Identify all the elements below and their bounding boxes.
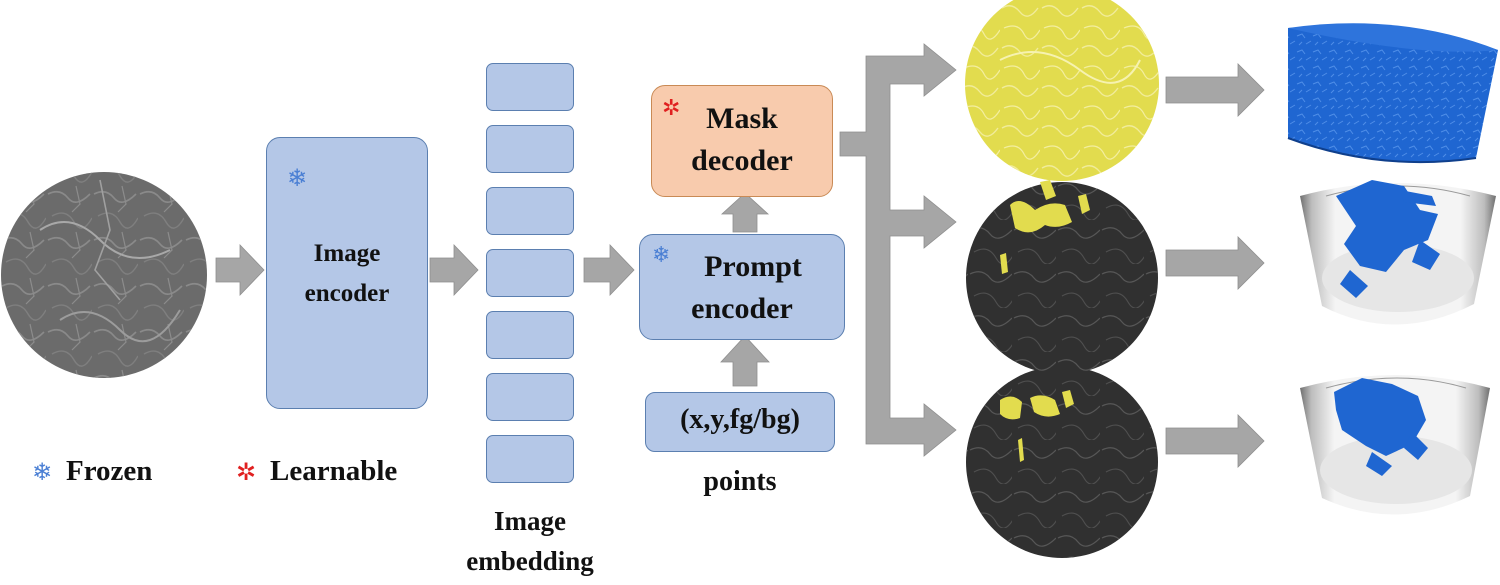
image-encoder-label-line1: Image	[313, 240, 381, 267]
arrow-mask3-to-volume3	[1165, 414, 1265, 468]
mask-output-partial-1	[966, 180, 1158, 374]
legend-snowflake-icon: ❄	[32, 458, 52, 486]
image-encoder-block: ❄	[266, 137, 428, 409]
encoder-snowflake-icon: ❄	[287, 164, 308, 192]
prompt-encoder-block: ❄	[639, 234, 845, 340]
mask-decoder-label-line1: Mask	[706, 102, 778, 135]
embedding-token	[486, 63, 574, 111]
arrow-input-to-encoder	[215, 244, 265, 296]
embedding-token	[486, 435, 574, 483]
legend-learnable-label: Learnable	[270, 455, 398, 487]
volume-output-full	[1287, 23, 1498, 164]
input-ct-slice	[1, 172, 207, 378]
mask-output-partial-2	[966, 366, 1158, 558]
volume-output-partial-2	[1300, 375, 1490, 515]
mask-decoder-label-line2: decoder	[691, 144, 793, 177]
arrow-encoder-to-embedding	[429, 244, 479, 296]
embedding-token	[486, 249, 574, 297]
image-encoder-label-line2: encoder	[304, 280, 390, 307]
points-block	[645, 392, 835, 452]
arrow-prompt-to-decoder	[720, 192, 770, 233]
legend-frozen-label: Frozen	[66, 455, 153, 487]
prompt-snowflake-icon: ❄	[652, 243, 671, 268]
points-caption: points	[703, 466, 777, 497]
pore-network-2	[1334, 378, 1428, 476]
arrow-decoder-branch	[839, 43, 957, 457]
embedding-token	[486, 311, 574, 359]
volume-output-partial-1	[1300, 180, 1496, 325]
mask-output-full	[965, 0, 1159, 181]
arrow-mask1-to-volume1	[1165, 63, 1265, 117]
decoder-gear-icon: ✲	[662, 96, 681, 121]
prompt-encoder-label-line1: Prompt	[704, 250, 802, 283]
arrow-embedding-to-prompt	[583, 244, 635, 296]
embedding-token	[486, 125, 574, 173]
points-box-text: (x,y,fg/bg)	[680, 404, 800, 435]
arrow-mask2-to-volume2	[1165, 236, 1265, 290]
prompt-encoder-label-line2: encoder	[691, 292, 793, 325]
pore-network-1	[1336, 180, 1440, 298]
embedding-token	[486, 187, 574, 235]
mask-decoder-block: ✲	[651, 85, 833, 197]
image-embedding-label-line1: Image	[494, 506, 566, 536]
legend-gear-icon: ✲	[236, 458, 256, 486]
embedding-token	[486, 373, 574, 421]
image-embedding-label-line2: embedding	[466, 546, 594, 576]
arrow-points-to-prompt	[720, 335, 770, 387]
